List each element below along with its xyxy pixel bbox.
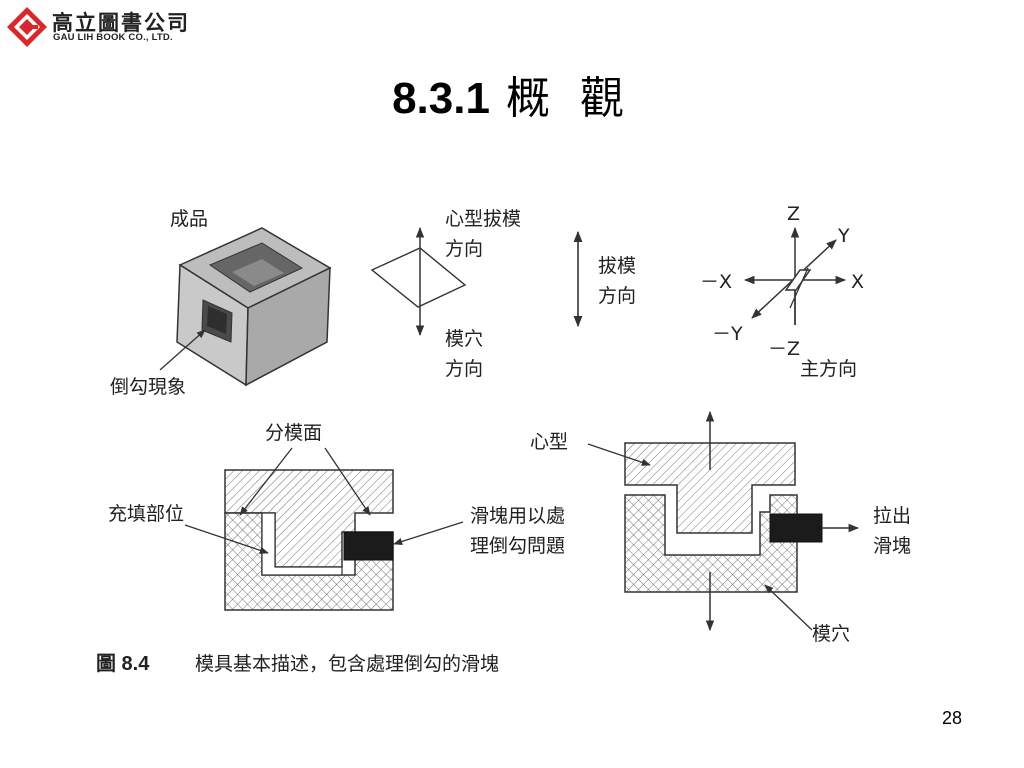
label-draft-1: 拔模 — [598, 255, 636, 277]
cavity-pointer — [764, 584, 813, 631]
label-pull-out-1: 拉出 — [873, 505, 911, 527]
page-number: 28 — [941, 708, 962, 728]
label-cavity: 模穴 — [812, 623, 850, 645]
figure-caption: 模具基本描述，包含處理倒勾的滑塊 — [195, 653, 499, 675]
label-undercut: 倒勾現象 — [110, 376, 186, 398]
label-parting-surface: 分模面 — [265, 422, 322, 444]
label-slide-use-1: 滑塊用以處 — [470, 505, 565, 527]
coordinate-axes — [743, 226, 847, 325]
label-axis-x: X — [851, 271, 864, 293]
logo-name-zh: 高立圖書公司 — [52, 11, 190, 35]
figure-number: 圖 8.4 — [96, 652, 150, 675]
mold-with-slide — [224, 469, 394, 611]
label-pull-out-2: 滑塊 — [873, 535, 911, 557]
label-axis-neg-y: －Y — [712, 323, 743, 345]
opened-mold — [624, 442, 823, 593]
label-main-direction: 主方向 — [800, 358, 857, 380]
slide-title: 8.3.1 概 觀 — [0, 62, 1024, 126]
label-cavity-draft-1: 模穴 — [445, 328, 483, 350]
label-axis-z: Z — [787, 203, 800, 225]
label-slide-use-2: 理倒勾問題 — [470, 535, 565, 557]
parting-plane — [370, 247, 467, 308]
label-axis-neg-x: －X — [700, 271, 732, 293]
company-logo: 高立圖書公司 GAU LIH BOOK CO., LTD. — [6, 6, 226, 47]
label-filled-part: 充填部位 — [108, 503, 184, 525]
logo-name-en: GAU LIH BOOK CO., LTD. — [53, 32, 173, 43]
logo-mark-icon — [7, 7, 47, 47]
core-pointer — [587, 443, 651, 466]
filled-pointer — [184, 524, 269, 554]
label-cavity-draft-2: 方向 — [445, 358, 483, 380]
label-product: 成品 — [170, 208, 208, 230]
label-draft-2: 方向 — [598, 285, 636, 307]
label-core-draft-1: 心型拔模 — [445, 208, 521, 230]
section-title: 概 觀 — [505, 73, 632, 124]
slide-use-pointer — [393, 521, 464, 545]
product-cube — [176, 227, 332, 387]
label-axis-neg-z: －Z — [768, 338, 800, 360]
label-core-draft-2: 方向 — [445, 238, 483, 260]
label-core: 心型 — [530, 431, 568, 453]
undercut-pointer — [159, 329, 206, 371]
parting-pointer-left — [239, 447, 293, 516]
section-number: 8.3.1 — [392, 74, 490, 123]
parting-pointer-right — [324, 447, 371, 516]
label-axis-y: Y — [837, 225, 850, 247]
